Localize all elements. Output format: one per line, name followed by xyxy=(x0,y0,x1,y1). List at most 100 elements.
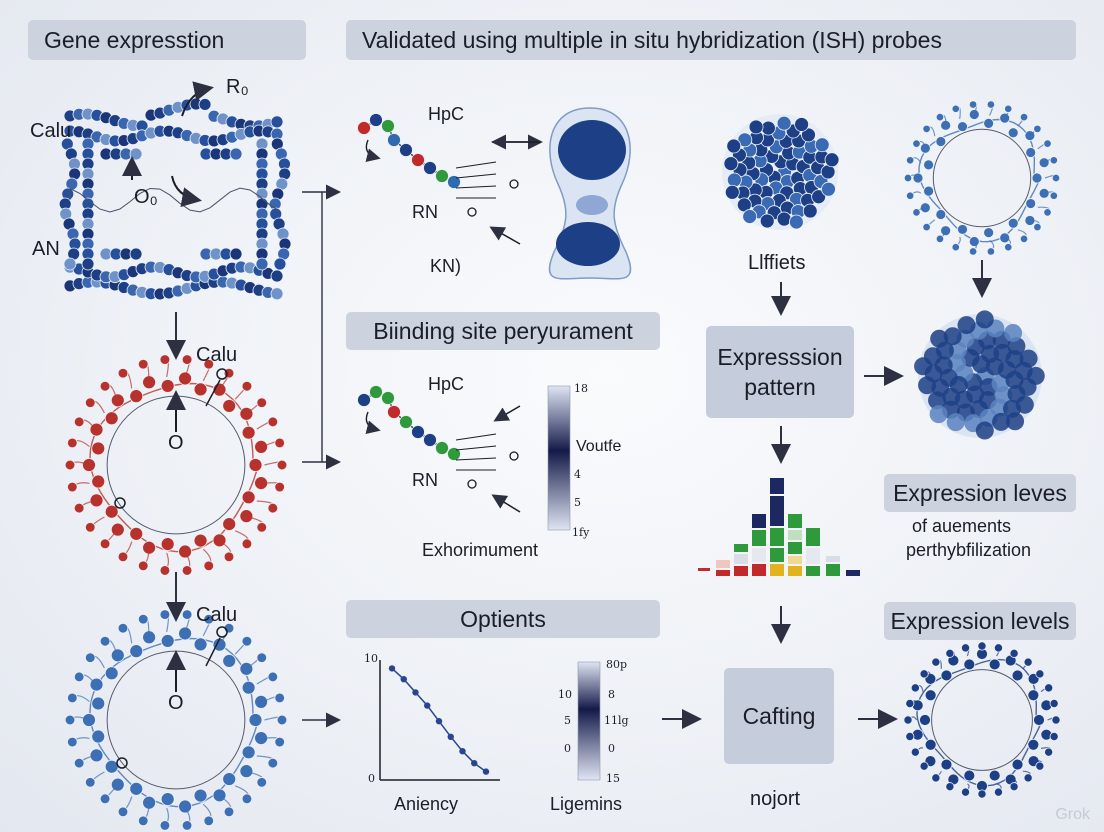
bead xyxy=(241,538,253,550)
bead xyxy=(241,680,256,695)
bead xyxy=(423,161,437,175)
small-circle-bot xyxy=(216,626,228,638)
bead xyxy=(73,502,85,514)
bead xyxy=(117,551,129,563)
bead xyxy=(387,133,401,147)
colorbar-bot-left-tick: 0 xyxy=(564,742,571,755)
bead xyxy=(160,379,175,393)
bead xyxy=(387,405,401,419)
bead xyxy=(270,269,284,283)
bead xyxy=(726,138,742,154)
bar-segment xyxy=(734,566,748,576)
colorbar-bottom xyxy=(577,661,601,781)
cafting-box: Cafting xyxy=(724,668,834,764)
bead xyxy=(129,389,144,404)
bead xyxy=(270,287,284,301)
bead xyxy=(1051,173,1061,183)
bead xyxy=(239,661,254,676)
cell-cluster-circle xyxy=(722,114,840,230)
arrow-mid-top xyxy=(493,405,521,422)
bead xyxy=(255,257,269,271)
bar-segment xyxy=(788,530,802,540)
watermark-text: Grok xyxy=(1055,806,1090,823)
bead xyxy=(1043,139,1052,148)
bead xyxy=(968,100,978,109)
bead xyxy=(84,397,96,408)
bead xyxy=(129,644,144,659)
bead xyxy=(99,793,111,805)
bead xyxy=(1051,715,1061,725)
bead xyxy=(906,191,915,200)
line-chart-point xyxy=(459,748,466,755)
bead xyxy=(159,609,171,620)
bead xyxy=(968,247,978,256)
bead xyxy=(993,643,1003,653)
bar-segment xyxy=(846,570,860,576)
bead xyxy=(963,658,976,671)
bead xyxy=(229,247,243,261)
bead xyxy=(931,773,941,783)
label-hpc-mid: HpC xyxy=(428,374,465,394)
bead xyxy=(903,715,913,725)
bead xyxy=(910,683,920,693)
header-expression-leves: Expression leves xyxy=(884,474,1076,512)
bead xyxy=(159,354,171,365)
bead xyxy=(935,136,947,147)
bead xyxy=(129,526,144,541)
bead xyxy=(961,643,971,653)
bead xyxy=(256,777,268,788)
bead xyxy=(983,227,995,238)
bead xyxy=(1049,156,1058,165)
small-circle-mid xyxy=(216,368,228,380)
bead xyxy=(81,257,95,271)
bead xyxy=(181,609,193,620)
line-chart-point xyxy=(482,768,490,775)
bead xyxy=(129,781,144,796)
label-rn-mid: RN xyxy=(412,470,438,490)
bead xyxy=(160,634,175,648)
bead xyxy=(1043,208,1052,217)
bead xyxy=(1049,699,1059,709)
expression-pattern-line1: Expresssion xyxy=(717,344,843,370)
colorbar-bot-right-tick: 8 xyxy=(608,688,615,701)
bead xyxy=(924,689,937,702)
bead xyxy=(241,380,253,392)
bead xyxy=(276,459,288,471)
bead xyxy=(951,104,960,113)
bar-segment xyxy=(734,544,748,552)
bead xyxy=(1044,747,1054,757)
blue-bead-ring-bottom-left xyxy=(64,609,288,831)
bead xyxy=(993,787,1003,797)
bead xyxy=(129,147,143,161)
bead xyxy=(1031,172,1043,184)
expression-leves-subtitle-2: perthybfilization xyxy=(906,540,1032,560)
bead xyxy=(1009,648,1019,658)
ish-stained-cell xyxy=(548,107,632,280)
bead xyxy=(254,695,268,709)
bead xyxy=(919,669,929,679)
bead xyxy=(129,247,143,261)
gene-cluster-blob xyxy=(58,97,292,301)
bead xyxy=(903,173,913,183)
bead xyxy=(1007,217,1019,229)
bead xyxy=(99,635,111,647)
bar-segment xyxy=(770,564,784,576)
bead xyxy=(951,243,960,252)
header-expression-levels: Expression levels xyxy=(884,602,1076,640)
bead xyxy=(274,437,285,449)
bead xyxy=(82,458,96,472)
bead xyxy=(267,671,279,683)
bead xyxy=(160,537,175,551)
bead xyxy=(1025,198,1037,209)
bar-segment xyxy=(752,530,766,546)
bead xyxy=(82,713,96,727)
bead xyxy=(203,815,215,827)
bead xyxy=(239,406,254,421)
line-chart-point xyxy=(400,676,407,683)
bar-segment xyxy=(788,514,802,528)
bead xyxy=(923,185,934,197)
bead xyxy=(256,522,268,533)
bead xyxy=(137,815,149,827)
bead xyxy=(89,748,104,763)
